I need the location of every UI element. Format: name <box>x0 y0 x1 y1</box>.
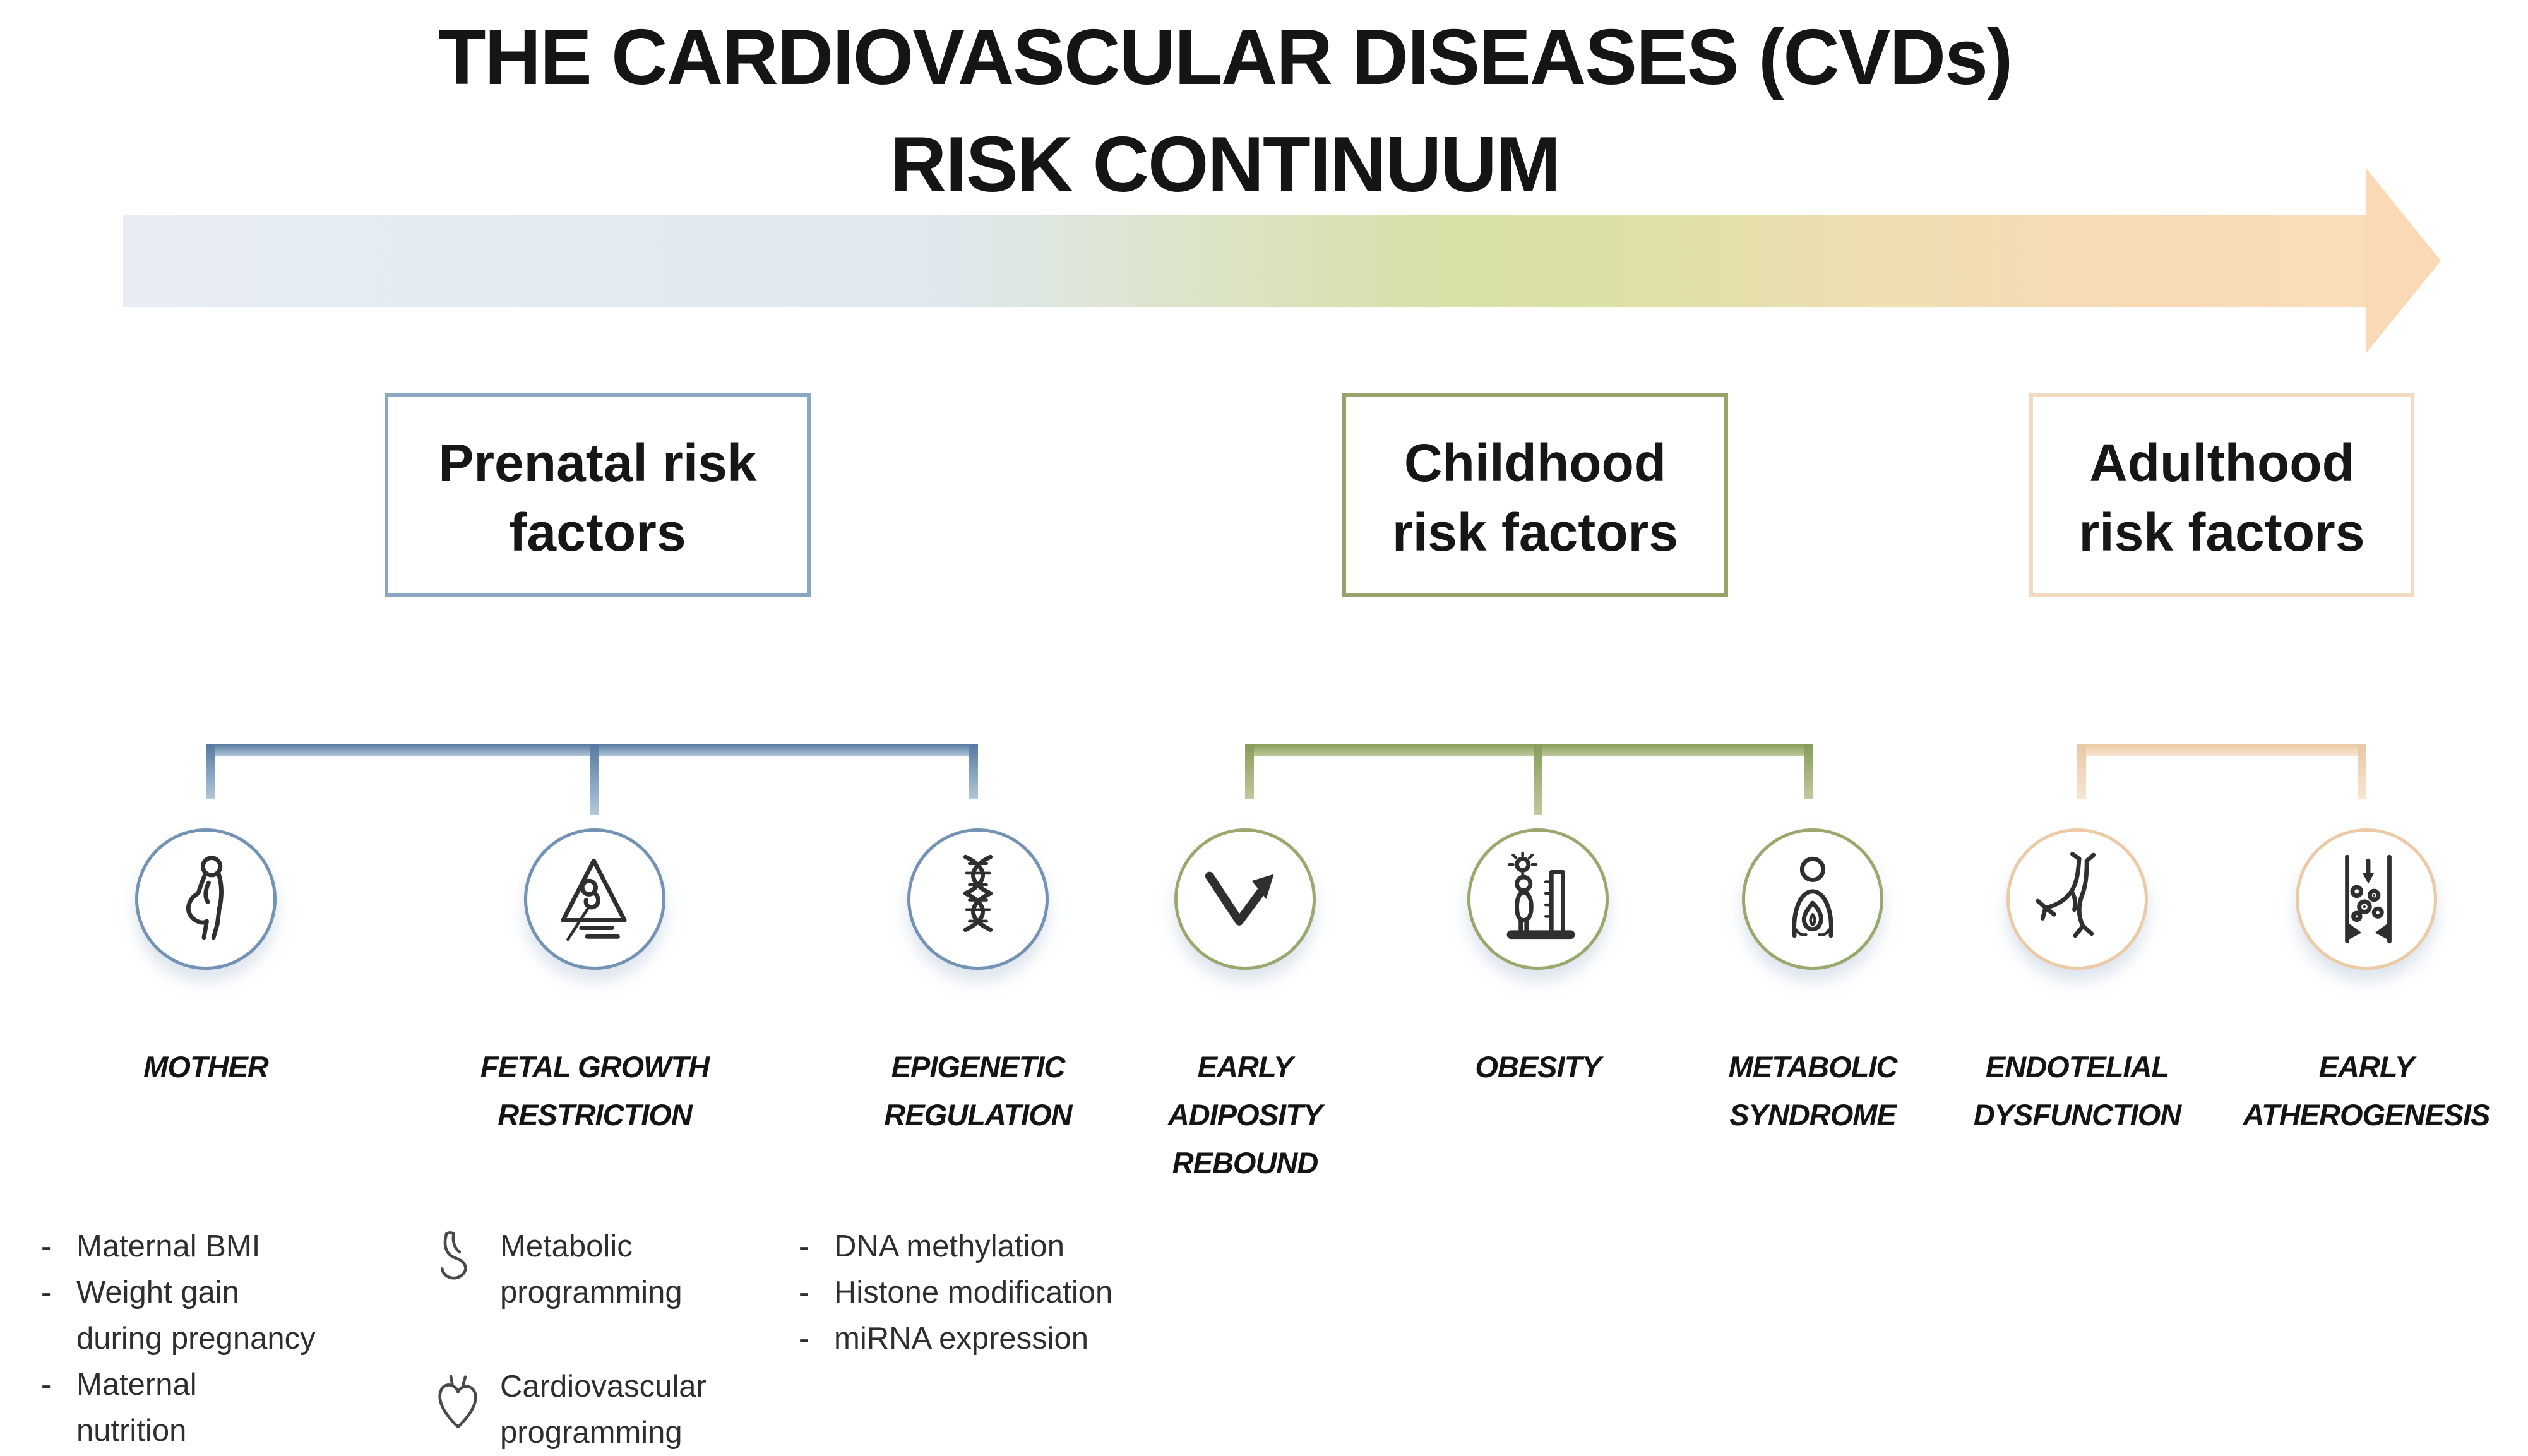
continuum-arrow-body <box>123 215 2366 307</box>
metabolic-syndrome-circle <box>1742 828 1883 970</box>
endothelial-circle <box>2006 828 2148 970</box>
title-line-2: RISK CONTINUUM <box>890 121 1561 208</box>
atherogenesis-circle <box>2296 828 2437 970</box>
epigenetic-circle <box>907 828 1049 970</box>
endothelial-label: ENDOTELIAL DYSFUNCTION <box>1973 1050 2181 1131</box>
childhood-box-line2: risk factors <box>1392 503 1678 562</box>
cardiovascular-programming-text: Cardiovascular programming <box>500 1369 707 1450</box>
list-item: - Maternal BMI <box>41 1229 261 1263</box>
heart-icon <box>438 1375 477 1429</box>
adulthood-box-line2: risk factors <box>2078 503 2365 562</box>
list-item: - Maternal <box>41 1368 197 1402</box>
epigenetic-detail-list: - DNA methylation - Histone modification… <box>792 1224 1112 1362</box>
childhood-box-line1: Childhood <box>1404 433 1667 492</box>
prenatal-box-line1: Prenatal risk <box>438 433 757 492</box>
metabolic-syndrome-label: METABOLIC SYNDROME <box>1728 1050 1898 1131</box>
page-title: THE CARDIOVASCULAR DISEASES (CVDs) RISK … <box>0 4 2450 218</box>
list-item: - DNA methylation <box>799 1229 1064 1263</box>
prenatal-risk-box: Prenatal risk factors <box>385 393 811 597</box>
childhood-risk-box: Childhood risk factors <box>1342 393 1728 597</box>
fetal-growth-circle <box>524 828 665 970</box>
list-item: - Histone modification <box>799 1275 1113 1310</box>
list-item: nutrition <box>76 1414 187 1448</box>
obesity-label: OBESITY <box>1475 1050 1601 1083</box>
atherogenesis-icon <box>2345 854 2392 944</box>
list-item: during pregnancy <box>76 1322 316 1356</box>
metabolic-flame-icon <box>1792 856 1833 938</box>
prenatal-box-line2: factors <box>509 503 686 562</box>
rebound-arrow-icon <box>1205 871 1274 926</box>
programming-item-icon <box>422 1228 494 1301</box>
obesity-scale-icon <box>1506 851 1575 940</box>
adulthood-box-line1: Adulthood <box>2089 433 2354 492</box>
mother-label: MOTHER <box>143 1050 269 1083</box>
childhood-bracket <box>1245 744 1813 815</box>
prenatal-bracket <box>206 744 978 815</box>
pregnant-mother-icon <box>186 856 224 940</box>
title-line-1: THE CARDIOVASCULAR DISEASES (CVDs) <box>438 14 2013 101</box>
adulthood-bracket <box>2077 744 2366 799</box>
stomach-icon <box>440 1231 467 1280</box>
list-item: - miRNA expression <box>799 1322 1089 1356</box>
fetal-growth-label: FETAL GROWTH RESTRICTION <box>480 1050 710 1131</box>
obesity-circle <box>1467 828 1609 970</box>
mother-circle <box>135 828 277 970</box>
mother-detail-list: - Maternal BMI - Weight gain during preg… <box>35 1224 316 1454</box>
programming-item-icon <box>422 1369 494 1441</box>
adiposity-rebound-circle <box>1174 828 1316 970</box>
dna-helix-icon <box>963 854 993 933</box>
epigenetic-label: EPIGENETIC REGULATION <box>884 1050 1072 1131</box>
continuum-arrow-head-icon <box>2366 169 2441 353</box>
list-item: - Weight gain <box>41 1275 239 1310</box>
vessel-branch-icon <box>2036 852 2096 938</box>
adiposity-rebound-label: EARLY ADIPOSITY REBOUND <box>1167 1050 1323 1179</box>
metabolic-programming-text: Metabolic programming <box>500 1229 683 1310</box>
adulthood-risk-box: Adulthood risk factors <box>2029 393 2414 597</box>
fetal-growth-icon <box>561 858 627 941</box>
atherogenesis-label: EARLY ATHEROGENESIS <box>2243 1050 2491 1131</box>
